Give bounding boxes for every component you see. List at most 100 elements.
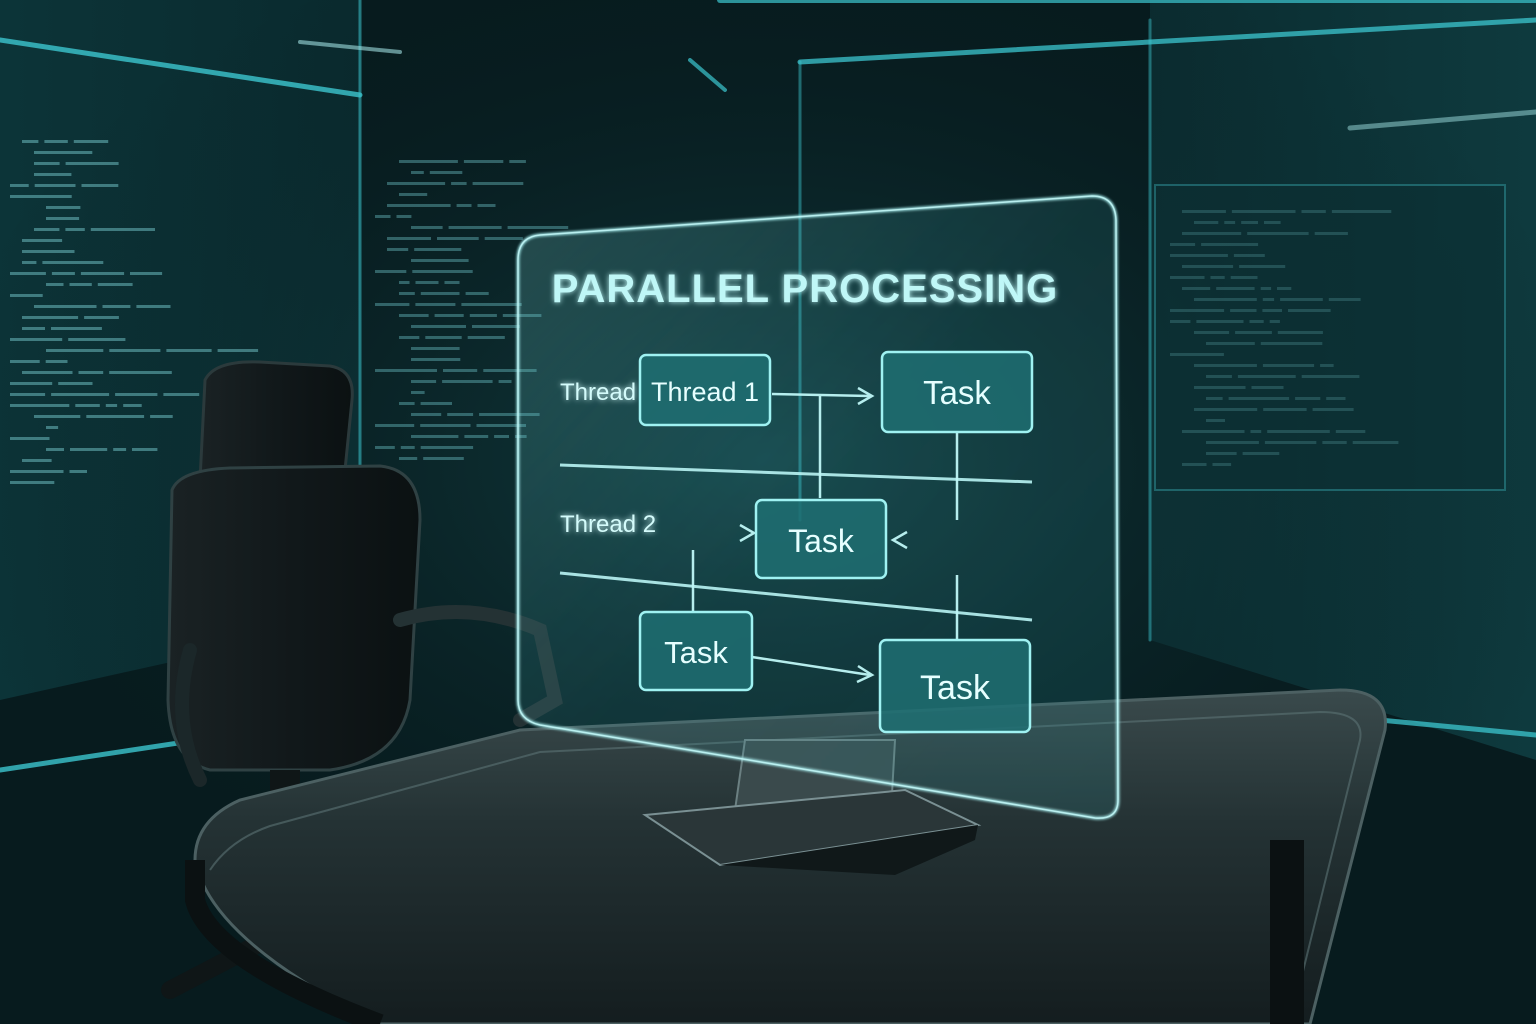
code-line [109,349,161,352]
screen-title: PARALLEL PROCESSING [552,267,1058,311]
code-line [456,204,472,207]
code-line [437,237,479,240]
code-line [484,237,523,240]
code-line [411,380,437,383]
code-line [45,360,68,363]
code-line [412,270,473,273]
code-line [132,448,158,451]
code-line [387,204,451,207]
code-line [411,358,461,361]
task-label-bottom-left: Task [664,635,728,670]
code-line [425,336,462,339]
code-line [375,424,415,427]
code-line [69,283,92,286]
code-line [80,272,125,275]
code-line [46,283,64,286]
code-line [22,239,63,242]
code-line [415,281,439,284]
code-line [46,206,81,209]
code-line [22,140,39,143]
code-line [375,446,395,449]
code-line [415,303,456,306]
code-line [420,402,452,405]
code-line [123,404,142,407]
code-line [69,470,87,473]
code-line [113,448,127,451]
code-line [411,226,443,229]
code-line [10,294,43,297]
code-line [46,349,104,352]
task-box-bottom-left: Task [638,610,754,692]
code-line [65,162,119,165]
code-line [411,347,460,350]
code-line [90,228,155,231]
code-line [400,446,415,449]
code-line [463,160,504,163]
code-line [442,380,493,383]
code-line [81,184,119,187]
task-label-middle: Task [788,523,855,559]
code-line [509,160,526,163]
code-line [68,338,126,341]
code-line [34,228,60,231]
code-line [507,226,569,229]
code-line [464,435,489,438]
code-line [411,259,469,262]
code-line [399,281,410,284]
code-line [434,314,464,317]
code-line [34,162,60,165]
code-line [22,459,52,462]
code-line [51,272,75,275]
connector-lines [691,386,959,684]
code-line [420,424,471,427]
code-line [411,171,424,174]
code-line [429,171,463,174]
code-line [150,415,173,418]
code-line [10,360,40,363]
lane-divider [559,463,1033,484]
code-line [387,182,446,185]
task-box-bottom-right: Task [878,638,1032,734]
thread-1-label: Thread 1 [651,377,759,407]
code-line [115,393,158,396]
code-line [461,303,522,306]
code-line [467,336,505,339]
code-line [73,140,109,143]
code-line [476,424,526,427]
code-line [46,448,64,451]
code-line [414,248,462,251]
code-line [58,382,93,385]
code-line [84,316,119,319]
code-line [10,382,53,385]
code-line [448,226,502,229]
code-line [130,272,163,275]
code-line [451,182,467,185]
code-line [42,261,104,264]
task-box-top: Task [880,350,1034,434]
code-line [10,272,46,275]
code-line [469,314,497,317]
code-line [472,182,524,185]
code-line [375,369,437,372]
code-line [399,402,415,405]
code-line [399,457,418,460]
code-line [411,391,425,394]
task-label-top: Task [923,374,991,411]
code-line [399,292,415,295]
row-label-thread-2: Thread 2 [560,511,656,538]
code-line [22,250,75,253]
wall-monitor [1154,184,1506,491]
code-line [109,371,172,374]
code-line [472,325,520,328]
code-line [46,426,59,429]
task-box-middle: Task [754,498,888,580]
code-line [479,413,540,416]
parallel-processing-diagram: PARALLEL PROCESSING Thread Thread 2 [552,267,1058,734]
code-line [86,415,145,418]
code-line [483,369,537,372]
code-line [10,481,55,484]
code-line [34,151,93,154]
code-line [443,369,478,372]
code-line [444,281,460,284]
